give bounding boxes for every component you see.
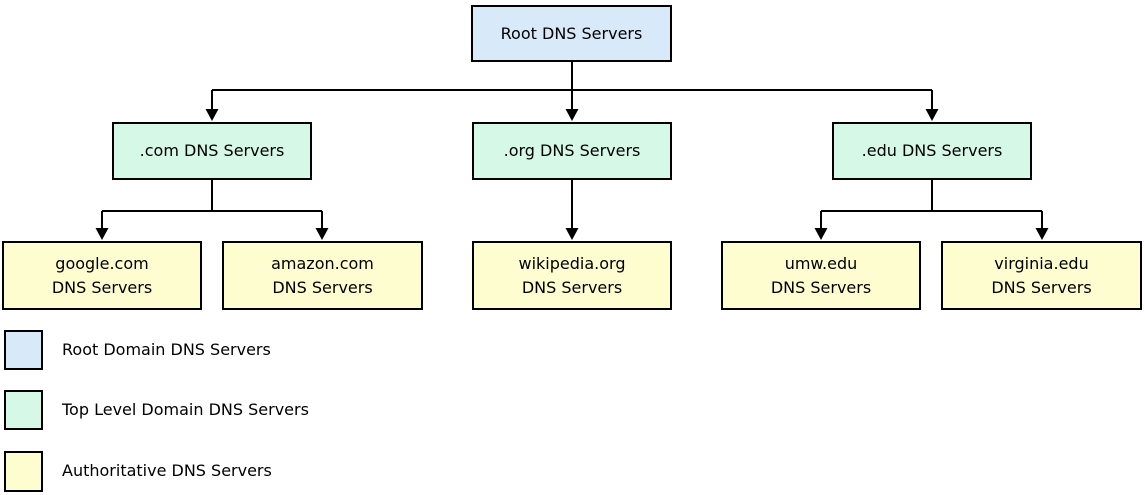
node-virginia-label-line2: DNS Servers <box>991 277 1092 297</box>
node-root-dns-servers: Root DNS Servers <box>471 5 672 62</box>
node-root-label: Root DNS Servers <box>500 23 643 43</box>
node-org-dns-servers: .org DNS Servers <box>472 122 672 180</box>
node-google-label-line2: DNS Servers <box>51 277 153 297</box>
node-wikipedia-label-line1: wikipedia.org <box>518 253 626 273</box>
node-umw-dns-servers: umw.edu DNS Servers <box>721 241 921 310</box>
node-umw-label-line1: umw.edu <box>784 253 858 273</box>
node-amazon-dns-servers: amazon.com DNS Servers <box>222 241 423 310</box>
legend-label-top-level-domain: Top Level Domain DNS Servers <box>62 400 309 419</box>
legend-swatch-top-level-domain <box>4 390 43 430</box>
node-org-label: .org DNS Servers <box>503 141 641 160</box>
node-google-dns-servers: google.com DNS Servers <box>2 241 202 310</box>
legend-swatch-authoritative <box>4 451 43 492</box>
node-edu-dns-servers: .edu DNS Servers <box>832 122 1032 180</box>
node-virginia-label-line1: virginia.edu <box>994 253 1089 273</box>
node-wikipedia-dns-servers: wikipedia.org DNS Servers <box>472 241 672 310</box>
node-virginia-dns-servers: virginia.edu DNS Servers <box>941 241 1142 310</box>
node-edu-label: .edu DNS Servers <box>861 141 1003 160</box>
node-wikipedia-label-line2: DNS Servers <box>521 277 623 297</box>
node-com-label: .com DNS Servers <box>139 141 285 160</box>
legend-swatch-root-domain <box>4 330 43 370</box>
node-umw-label-line2: DNS Servers <box>770 277 872 297</box>
legend-label-root-domain: Root Domain DNS Servers <box>62 340 271 359</box>
node-amazon-label-line2: DNS Servers <box>272 277 373 297</box>
node-amazon-label-line1: amazon.com <box>271 253 374 273</box>
legend-label-authoritative: Authoritative DNS Servers <box>62 461 272 480</box>
node-com-dns-servers: .com DNS Servers <box>112 122 312 180</box>
node-google-label-line1: google.com <box>55 253 149 273</box>
